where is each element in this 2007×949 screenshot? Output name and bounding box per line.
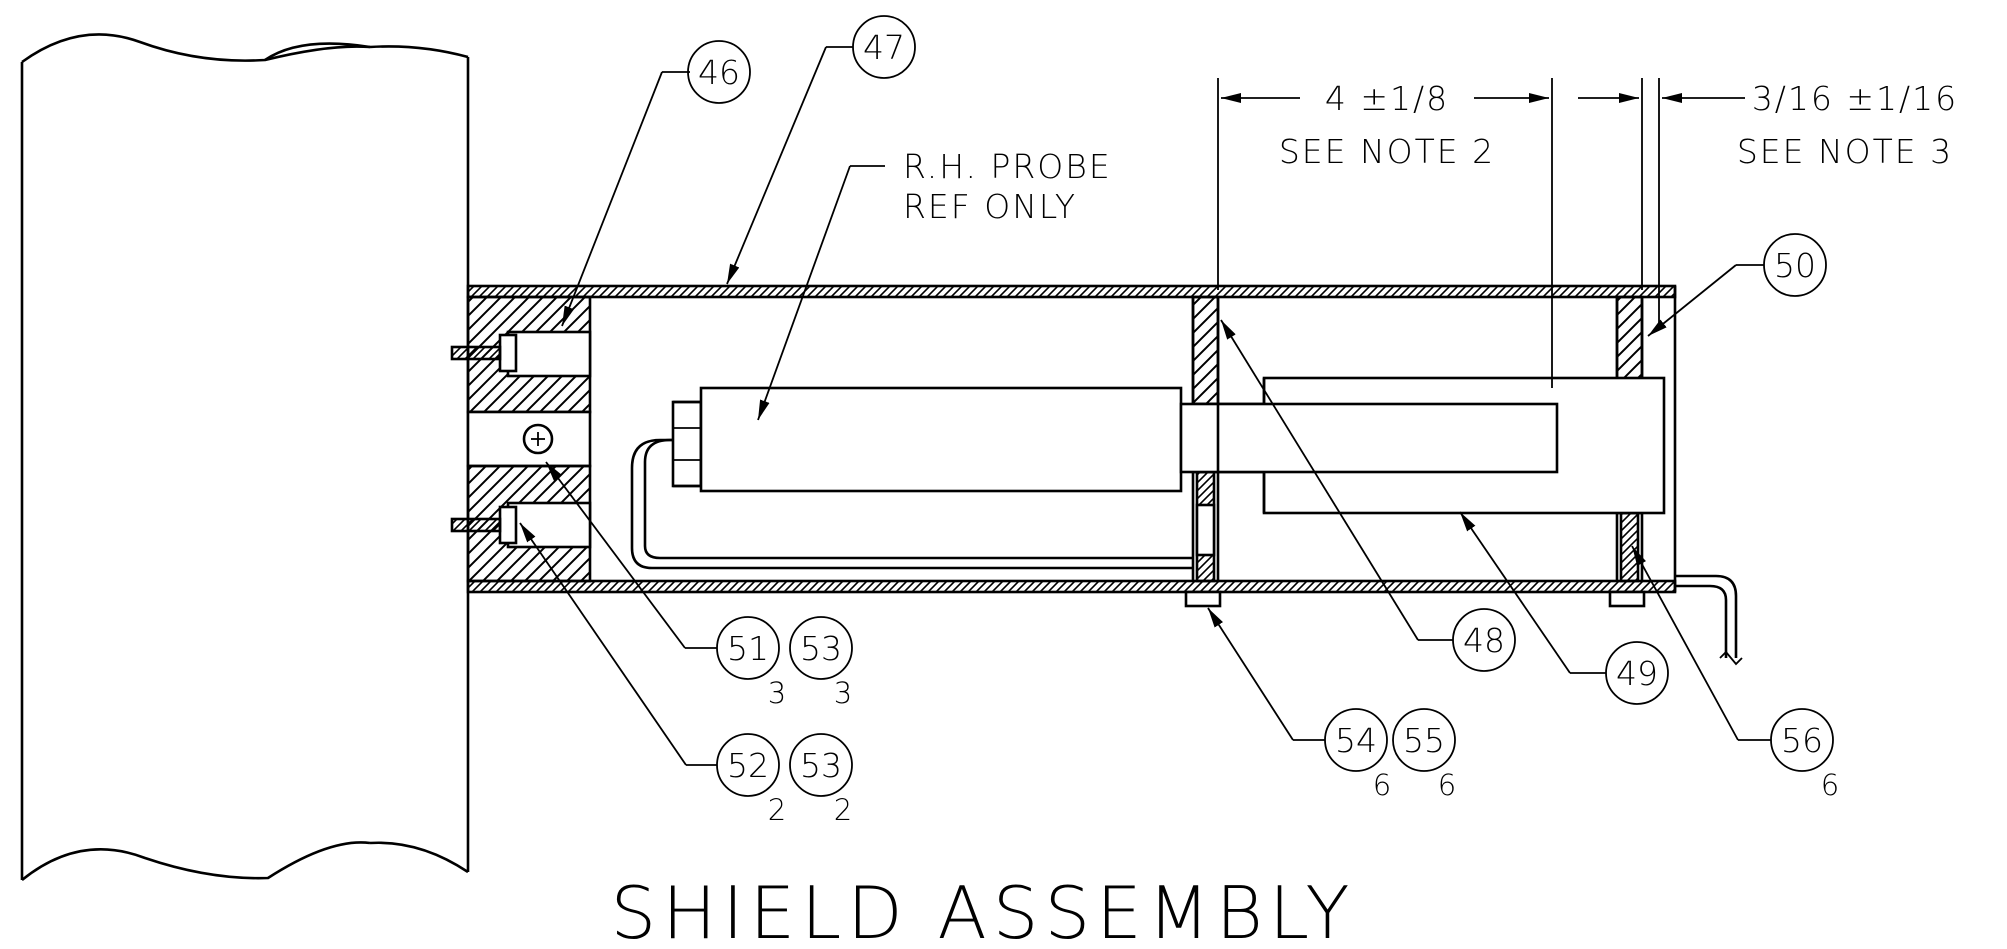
rh-probe: [630, 376, 1666, 570]
balloon-label: 51: [727, 629, 769, 668]
balloon-label: 56: [1781, 721, 1823, 760]
balloon-label: 49: [1616, 654, 1658, 693]
balloon-53-bottom: 53 2: [789, 733, 853, 827]
balloon-label: 50: [1774, 246, 1816, 285]
balloon-47: 47: [852, 15, 916, 79]
balloon-label: 55: [1403, 721, 1445, 760]
balloon-qty: 6: [1373, 768, 1391, 802]
balloon-label: 46: [698, 53, 740, 92]
balloon-qty: 2: [834, 793, 852, 827]
dimensions: [1217, 78, 1745, 388]
probe-note-line2: REF ONLY: [903, 187, 1077, 226]
dim-length-note: SEE NOTE 2: [1279, 132, 1495, 171]
balloon-label: 47: [863, 28, 905, 67]
dim-length-value: 4 ±1/8: [1325, 79, 1449, 118]
mounting-block: [450, 295, 592, 583]
balloon-50: 50: [1763, 233, 1827, 297]
balloon-49: 49: [1605, 641, 1669, 705]
dim-gap-note: SEE NOTE 3: [1737, 132, 1953, 171]
drawing-title: SHIELD ASSEMBLY: [611, 871, 1356, 949]
balloon-label: 48: [1463, 621, 1505, 660]
balloon-qty: 3: [834, 676, 852, 710]
balloon-46: 46: [687, 40, 751, 104]
balloon-label: 52: [727, 746, 769, 785]
balloon-56: 56 6: [1770, 708, 1839, 802]
balloon-48: 48: [1452, 608, 1516, 672]
balloon-qty: 2: [768, 793, 786, 827]
dim-gap-value: 3/16 ±1/16: [1752, 79, 1958, 118]
balloon-qty: 3: [768, 676, 786, 710]
balloon-label: 53: [800, 746, 842, 785]
balloon-qty: 6: [1821, 768, 1839, 802]
balloon-qty: 6: [1438, 768, 1456, 802]
balloon-label: 53: [800, 629, 842, 668]
balloon-54: 54 6: [1324, 708, 1391, 802]
balloon-55: 55 6: [1392, 708, 1456, 802]
cable: [1675, 574, 1743, 666]
probe-note-line1: R.H. PROBE: [903, 147, 1112, 186]
balloon-53-top: 53 3: [789, 616, 853, 710]
balloon-51: 51 3: [716, 616, 786, 710]
mast-pipe: [20, 33, 470, 882]
balloon-label: 54: [1335, 721, 1377, 760]
balloon-52: 52 2: [716, 733, 786, 827]
leaders: [519, 46, 1771, 766]
